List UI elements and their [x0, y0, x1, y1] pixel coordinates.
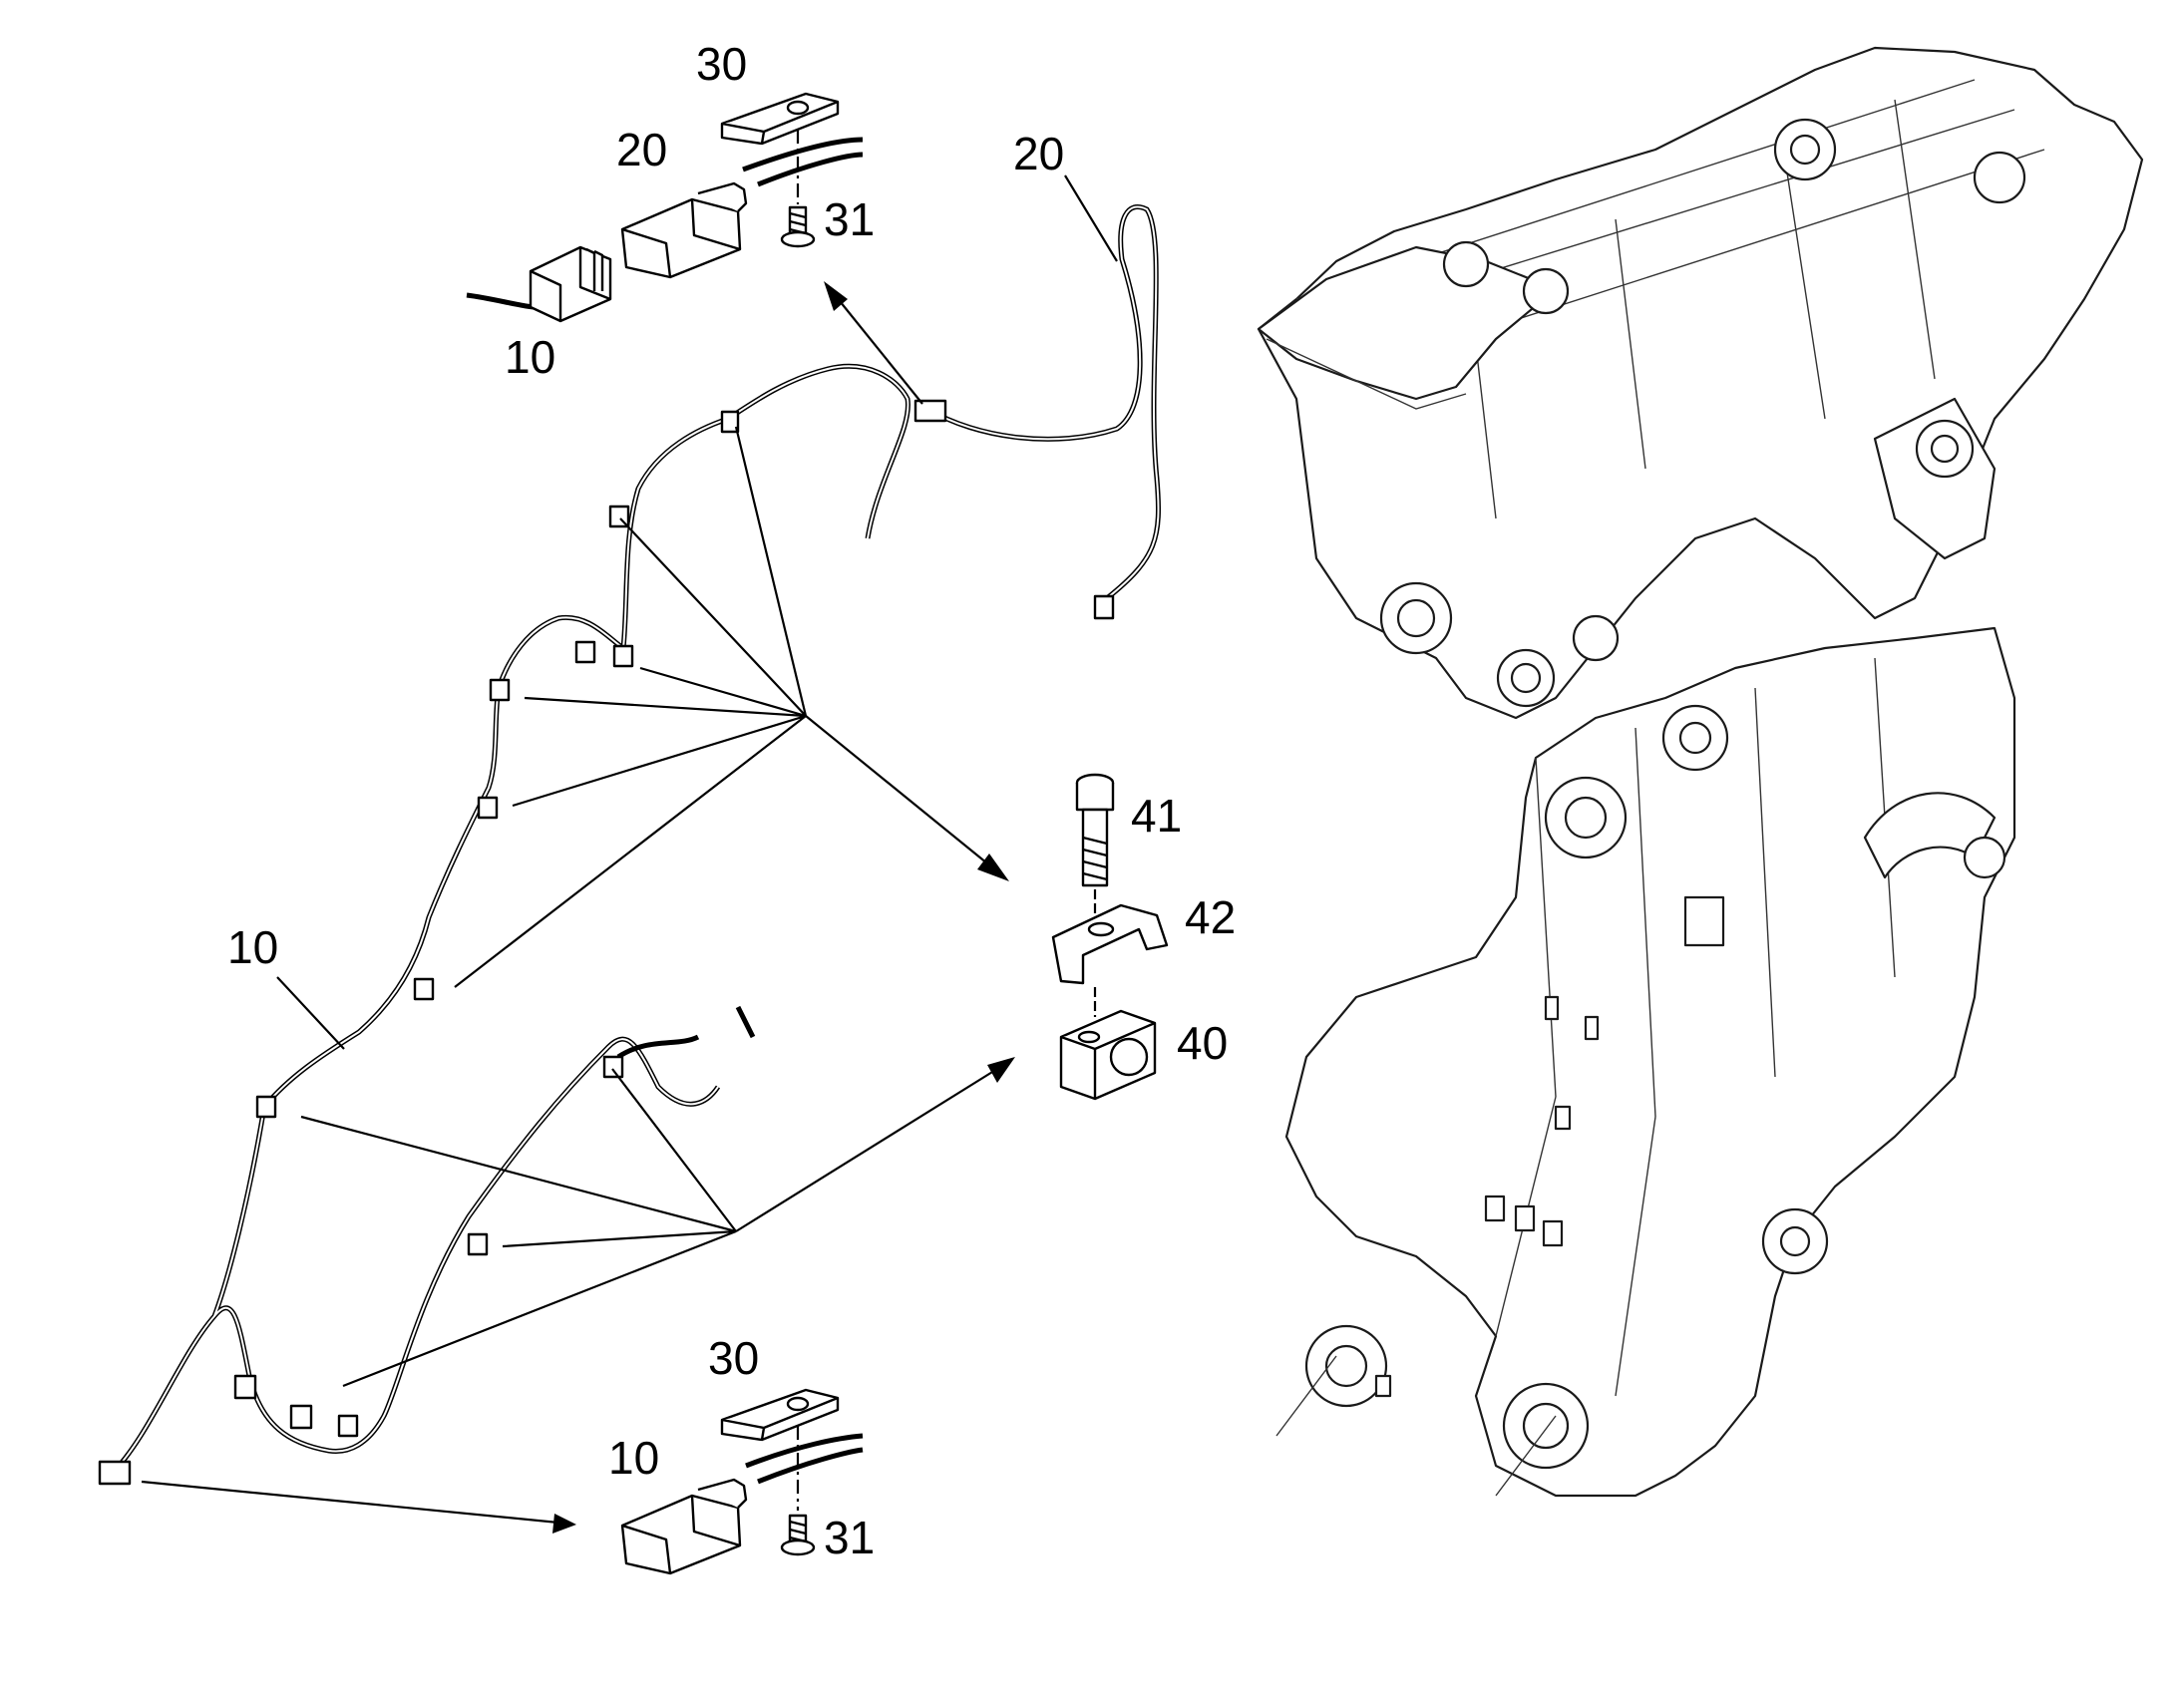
callout-41: 41 — [1131, 790, 1182, 842]
plug-10-top — [529, 245, 612, 323]
callout-30-top: 30 — [696, 38, 747, 90]
callout-10-top: 10 — [505, 331, 555, 383]
harness-clip — [574, 640, 596, 664]
harness-20-end-connector — [1093, 594, 1115, 620]
harness-20-cable — [913, 204, 1161, 620]
callout-10-bottom: 10 — [608, 1432, 659, 1484]
clamp-block-40 — [1059, 1009, 1157, 1101]
boom-arm-machine-drawing — [1257, 46, 2144, 1498]
harness-10-end-connector — [98, 1460, 132, 1486]
callout-40: 40 — [1177, 1017, 1228, 1069]
top-connector-detail — [466, 92, 864, 323]
harness-clip — [467, 1232, 489, 1256]
harness-clip — [612, 644, 634, 668]
bottom-connector-detail — [620, 1388, 864, 1575]
callout-31-bottom: 31 — [824, 1512, 875, 1563]
bracket-30-bottom — [720, 1388, 840, 1442]
screw-31-bottom — [780, 1514, 816, 1556]
callout-10-left: 10 — [227, 921, 278, 973]
harness-clip — [720, 410, 740, 434]
harness-clip — [477, 796, 499, 820]
callout-20-top: 20 — [616, 124, 667, 175]
callout-31-top: 31 — [824, 193, 875, 245]
harness-clip — [233, 1374, 257, 1400]
harness-clip — [289, 1404, 313, 1430]
leader-lines — [141, 174, 1118, 1534]
callout-42: 42 — [1185, 891, 1236, 943]
harness-clip — [337, 1414, 359, 1438]
callout-20-right: 20 — [1013, 128, 1064, 179]
bracket-30-top — [720, 92, 840, 146]
harness-clips — [98, 410, 740, 1486]
receptacle-20-top — [620, 181, 748, 279]
clamp-detail — [1051, 773, 1169, 1101]
receptacle-10-bottom — [620, 1478, 748, 1575]
harness-clip — [255, 1095, 277, 1119]
bolt-41 — [1075, 773, 1115, 887]
screw-31-top — [780, 205, 816, 248]
harness-20-joint-connector — [913, 399, 947, 423]
harness-clip — [489, 678, 511, 702]
clamp-bracket-42 — [1051, 903, 1169, 985]
harness-10-cable — [110, 363, 910, 1476]
callout-30-bottom: 30 — [708, 1332, 759, 1384]
callout-labels: 30 20 31 10 20 41 42 40 10 30 10 31 — [227, 38, 1236, 1563]
harness-clip — [413, 977, 435, 1001]
harness-clip — [602, 1055, 624, 1079]
